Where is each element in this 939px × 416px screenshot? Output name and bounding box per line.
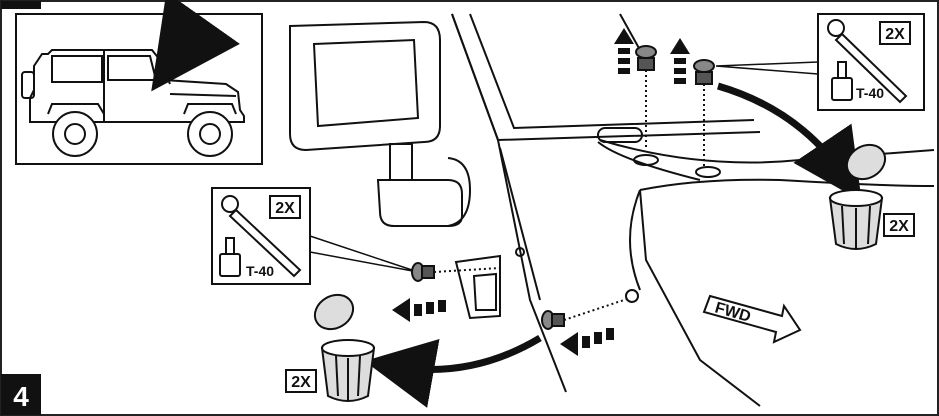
torx-screw-icon xyxy=(541,297,631,330)
step-number: 4 xyxy=(13,381,29,412)
top-fasteners xyxy=(614,28,715,166)
quantity-box xyxy=(285,369,317,393)
corner-tab xyxy=(1,1,41,9)
forward-arrow-icon: FWD xyxy=(702,294,802,344)
step-number-badge: 4 xyxy=(1,374,41,415)
bit-size-label: T-40 xyxy=(856,85,884,101)
ratchet-icon xyxy=(827,19,908,104)
tool-callout-top-right: 2X T-40 xyxy=(715,13,925,111)
torx-bit-icon xyxy=(219,237,241,277)
quantity-box xyxy=(883,213,915,237)
left-arrow-icon xyxy=(392,298,446,322)
vehicle-body-drawing xyxy=(289,13,935,407)
quantity-label: 2X xyxy=(275,200,295,217)
torx-screw-icon xyxy=(635,45,657,150)
up-arrow-icon xyxy=(614,28,634,74)
curved-arrow-icon xyxy=(717,82,862,202)
torx-screw-icon xyxy=(693,59,715,166)
quantity-label: 2X xyxy=(885,26,905,43)
trash-bin-icon xyxy=(828,143,887,250)
jeep-icon xyxy=(21,49,245,157)
vehicle-inset xyxy=(15,0,263,165)
bit-size-label: T-40 xyxy=(246,263,274,279)
ratchet-icon xyxy=(221,195,302,278)
torx-screw-icon xyxy=(411,262,501,282)
left-arrow-icon xyxy=(560,328,614,356)
quantity-label: 2X xyxy=(889,218,909,235)
tool-callout-left: 2X T-40 xyxy=(211,187,419,285)
direction-label: FWD xyxy=(713,300,753,326)
trash-bin-icon xyxy=(313,293,376,402)
curved-arrow-icon xyxy=(364,334,542,408)
torx-bit-icon xyxy=(831,61,853,101)
quantity-label: 2X xyxy=(291,374,311,391)
up-arrow-icon xyxy=(670,38,690,84)
